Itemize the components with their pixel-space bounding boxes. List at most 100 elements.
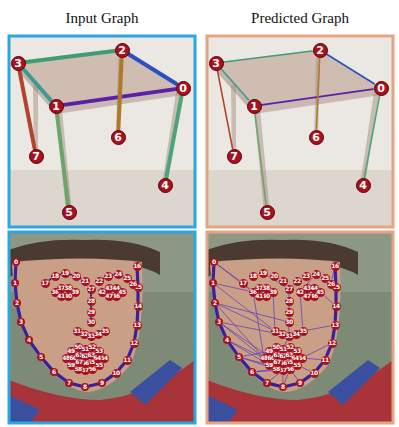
keypoint-number: 7 bbox=[265, 380, 269, 386]
column-title: Predicted Graph bbox=[251, 10, 349, 27]
graph-edge bbox=[18, 307, 20, 317]
keypoint-number: 27 bbox=[285, 286, 293, 292]
graph-edge bbox=[44, 360, 51, 368]
keypoint-number: 2 bbox=[15, 300, 19, 306]
keypoint-node: 27 bbox=[285, 285, 294, 294]
keypoint-number: 23 bbox=[104, 273, 112, 279]
keypoint-node: 35 bbox=[101, 327, 110, 336]
graph-edge bbox=[304, 376, 310, 380]
keypoint-node: 11 bbox=[123, 356, 132, 365]
keypoint-node: 17 bbox=[239, 279, 248, 288]
keypoint-number: 4 bbox=[359, 180, 367, 191]
keypoint-number: 6 bbox=[114, 132, 122, 143]
column-title: Input Graph bbox=[66, 10, 139, 27]
graph-edge bbox=[106, 376, 112, 380]
keypoint-number: 21 bbox=[279, 278, 287, 284]
graph-edge bbox=[289, 327, 290, 331]
keypoint-number: 27 bbox=[87, 286, 95, 292]
keypoint-node: 2 bbox=[313, 43, 328, 58]
keypoint-node: 10 bbox=[310, 369, 319, 378]
keypoint-node: 11 bbox=[321, 356, 330, 365]
graph-edge bbox=[316, 58, 319, 129]
keypoint-number: 0 bbox=[14, 259, 18, 265]
keypoint-number: 29 bbox=[285, 309, 293, 315]
keypoint-number: 7 bbox=[67, 380, 71, 386]
keypoint-number: 3 bbox=[14, 58, 22, 69]
graph-edge bbox=[26, 51, 114, 62]
graph-edge bbox=[285, 374, 289, 383]
graph-edge bbox=[20, 71, 35, 148]
keypoint-node: 0 bbox=[374, 81, 389, 96]
keypoint-number: 22 bbox=[293, 278, 301, 284]
graph-edge bbox=[217, 286, 271, 328]
keypoint-number: 41 bbox=[57, 293, 65, 299]
keypoint-node: 6 bbox=[50, 368, 58, 376]
keypoint-node: 1 bbox=[49, 99, 64, 114]
graph-edge bbox=[57, 114, 68, 204]
keypoint-number: 5 bbox=[39, 354, 43, 360]
keypoint-number: 47 bbox=[303, 293, 311, 299]
keypoint-node: 20 bbox=[270, 272, 279, 281]
keypoint-node: 22 bbox=[293, 277, 302, 286]
graph-edge bbox=[212, 266, 216, 278]
keypoint-number: 4 bbox=[161, 180, 169, 191]
graph-edge bbox=[49, 279, 51, 280]
graph-edge bbox=[216, 307, 218, 317]
keypoint-number: 8 bbox=[83, 384, 87, 390]
keypoint-node: 7 bbox=[65, 379, 73, 387]
keypoint-number: 11 bbox=[321, 357, 329, 363]
keypoint-number: 67 bbox=[75, 359, 83, 365]
keypoint-number: 5 bbox=[65, 207, 73, 218]
keypoint-number: 24 bbox=[114, 271, 122, 277]
keypoint-node: 7 bbox=[263, 379, 271, 387]
keypoint-node: 5 bbox=[235, 353, 243, 361]
keypoint-number: 1 bbox=[52, 101, 60, 112]
keypoint-number: 10 bbox=[112, 370, 120, 376]
keypoint-number: 1 bbox=[250, 101, 258, 112]
keypoint-node: 13 bbox=[331, 321, 340, 330]
keypoint-number: 12 bbox=[130, 340, 138, 346]
keypoint-node: 5 bbox=[260, 205, 275, 220]
keypoint-number: 21 bbox=[81, 278, 89, 284]
keypoint-node: 7 bbox=[227, 149, 242, 164]
keypoint-node: 6 bbox=[248, 368, 256, 376]
graph-edge bbox=[221, 326, 225, 336]
keypoint-number: 41 bbox=[255, 293, 263, 299]
keypoint-node: 26 bbox=[327, 280, 336, 289]
graph-edge bbox=[324, 295, 332, 302]
keypoint-node: 0 bbox=[176, 81, 191, 96]
graph-edge bbox=[118, 58, 121, 129]
graph-edge bbox=[119, 364, 124, 369]
graph-edge bbox=[70, 273, 71, 275]
keypoint-node: 0 bbox=[12, 258, 20, 266]
keypoint-node: 24 bbox=[114, 270, 123, 279]
graph-edge bbox=[302, 367, 310, 371]
keypoint-number: 24 bbox=[312, 271, 320, 277]
keypoint-node: 41 bbox=[57, 292, 66, 301]
graph-edge bbox=[283, 375, 284, 383]
keypoint-number: 6 bbox=[312, 132, 320, 143]
keypoint-node: 18 bbox=[249, 272, 258, 281]
graph-edge bbox=[327, 54, 374, 84]
graph-edge bbox=[32, 344, 39, 354]
keypoint-node: 8 bbox=[81, 383, 89, 391]
graph-edge bbox=[58, 375, 66, 381]
keypoint-node: 9 bbox=[98, 379, 106, 387]
keypoint-number: 28 bbox=[87, 298, 95, 304]
keypoint-number: 14 bbox=[134, 303, 142, 309]
graph-edge bbox=[334, 292, 337, 301]
keypoint-node: 24 bbox=[312, 270, 321, 279]
keypoint-number: 4 bbox=[27, 337, 31, 343]
keypoint-number: 22 bbox=[95, 278, 103, 284]
keypoint-number: 8 bbox=[281, 384, 285, 390]
graph-edge bbox=[135, 330, 136, 338]
graph-edge bbox=[254, 297, 263, 353]
keypoint-node: 3 bbox=[209, 56, 224, 71]
graph-edge bbox=[333, 330, 334, 338]
graph-edge bbox=[224, 51, 312, 62]
keypoint-node: 5 bbox=[62, 205, 77, 220]
keypoint-node: 47 bbox=[303, 292, 312, 301]
keypoint-number: 11 bbox=[123, 357, 131, 363]
keypoint-number: 30 bbox=[285, 319, 293, 325]
